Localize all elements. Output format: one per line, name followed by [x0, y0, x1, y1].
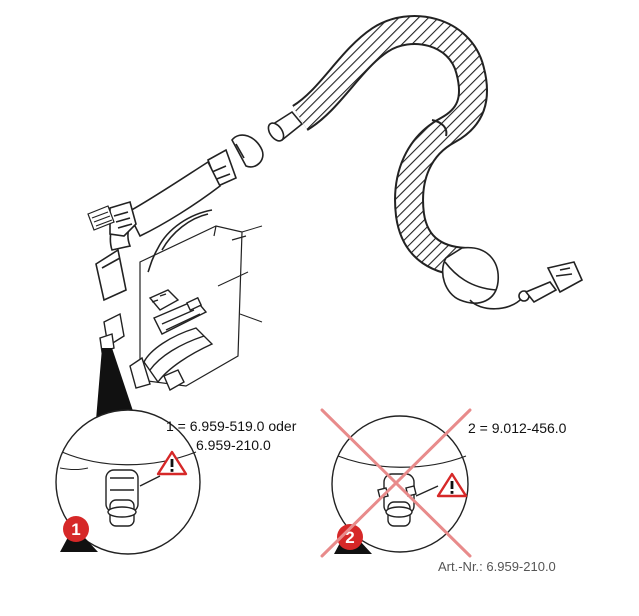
part-1-label-line-2: 6.959-210.0	[196, 437, 271, 453]
badge-2: 2	[334, 524, 372, 554]
part-2-label: 2 = 9.012-456.0	[468, 420, 567, 436]
corrugated-hose	[291, 15, 488, 277]
warning-triangle-icon	[156, 450, 188, 476]
spray-nozzle-parts	[129, 289, 214, 391]
crossed-out-mark	[320, 408, 472, 558]
article-number: Art.-Nr.: 6.959-210.0	[438, 559, 556, 574]
detail-circle-1	[55, 409, 201, 555]
hose-coupling	[231, 110, 304, 168]
thin-tube	[147, 209, 213, 273]
warning-triangle-icon	[436, 472, 468, 498]
leader-lines	[217, 225, 263, 323]
badge-2-number: 2	[345, 528, 354, 547]
badge-1-number: 1	[71, 520, 80, 539]
part-1-label-line-1: 1 = 6.959-519.0 oder	[166, 418, 297, 434]
grid-plate	[87, 205, 115, 231]
hose-end-assembly	[441, 246, 584, 310]
valve-parts	[99, 312, 125, 353]
badge-1: 1	[60, 516, 98, 552]
detail-pointer	[96, 348, 136, 420]
hand-grip-tube	[95, 148, 238, 302]
